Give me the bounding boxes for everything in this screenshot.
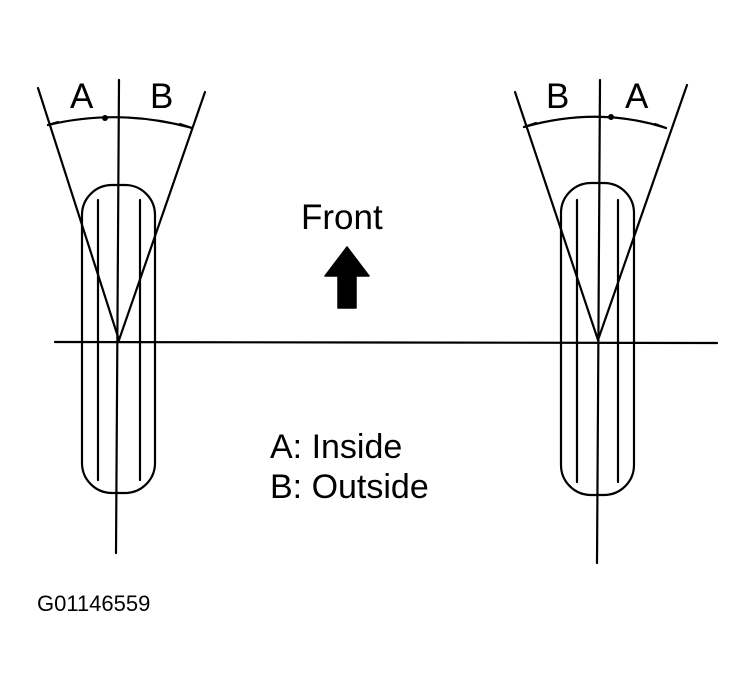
legend-line-a: A: Inside bbox=[270, 428, 402, 466]
axle-line bbox=[53, 340, 719, 345]
left-tire bbox=[80, 183, 157, 495]
right-angle-line-b bbox=[513, 90, 600, 342]
left-angle-line-a bbox=[36, 86, 121, 342]
right-label-b: B bbox=[546, 77, 569, 116]
left-arc-tick bbox=[178, 122, 194, 130]
right-arc-tick bbox=[653, 122, 668, 130]
right-arc-tick bbox=[522, 121, 538, 129]
left-angle-line-b bbox=[117, 90, 207, 342]
right-angle-arc bbox=[522, 115, 668, 130]
front-label: Front bbox=[301, 198, 383, 237]
left-wheel-group: A B bbox=[36, 77, 207, 555]
left-label-b: B bbox=[150, 77, 173, 116]
right-tire bbox=[559, 181, 636, 497]
right-wheel-group: B A bbox=[513, 77, 689, 565]
figure-code: G01146559 bbox=[37, 591, 150, 616]
front-arrow-icon bbox=[324, 246, 370, 309]
right-arc-center-dot bbox=[608, 114, 614, 120]
right-centerline bbox=[595, 78, 602, 565]
left-centerline bbox=[114, 78, 121, 555]
left-arc-center-dot bbox=[102, 115, 108, 121]
left-label-a: A bbox=[70, 77, 94, 116]
legend-line-b: B: Outside bbox=[270, 468, 429, 506]
right-angle-line-a bbox=[596, 83, 689, 342]
right-label-a: A bbox=[625, 77, 649, 116]
left-arc-tick bbox=[46, 120, 60, 127]
left-angle-arc bbox=[46, 116, 194, 130]
